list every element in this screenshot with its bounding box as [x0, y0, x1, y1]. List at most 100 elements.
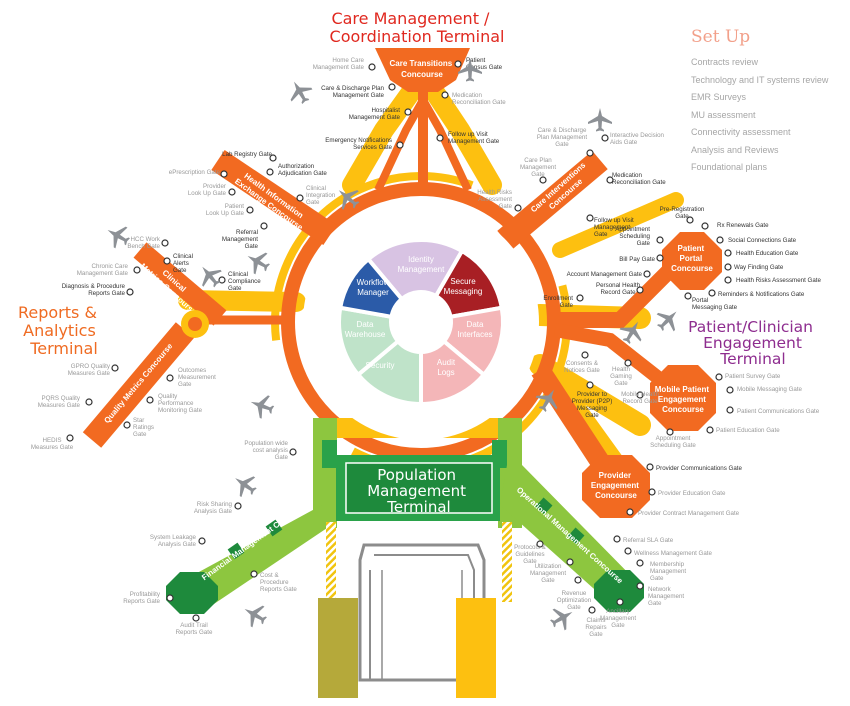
setup-item: Technology and IT systems review — [691, 74, 829, 85]
care-terminal-center[interactable] — [393, 294, 449, 350]
gate-health-education-pp[interactable]: Health Education Gate — [724, 249, 799, 257]
gate-way-finding[interactable]: Way Finding Gate — [724, 263, 784, 271]
gate-marker — [163, 257, 171, 265]
gate-wellness[interactable]: Wellness Management Gate — [624, 547, 713, 557]
gate-lab-registry[interactable]: Lab Registry Gate — [222, 151, 277, 162]
gate-label: Lab Registry Gate — [222, 151, 272, 158]
patient-portal-concourse[interactable] — [662, 232, 722, 290]
provider-engagement-concourse[interactable] — [582, 455, 650, 518]
gate-provider-contract[interactable]: Provider Contract Management Gate — [626, 508, 740, 517]
gate-label: Provider Communications Gate — [656, 465, 743, 472]
gate-marker — [586, 149, 594, 157]
gate-reminders[interactable]: Reminders & Notifications Gate — [708, 289, 805, 298]
care-transitions-label: Care Transitions Concourse — [390, 59, 455, 79]
reports-hub-core — [188, 317, 202, 331]
care-coordination-terminal-title: Care Management / Coordination Terminal — [330, 9, 505, 46]
gate-referral-sla[interactable]: Referral SLA Gate — [613, 535, 674, 544]
gate-eprescription[interactable]: ePrescription Gate — [169, 169, 228, 178]
gate-patient-education[interactable]: Patient Education Gate — [706, 426, 780, 434]
workflow-manager-segment[interactable] — [337, 256, 405, 320]
setup-title: Set Up — [691, 27, 751, 47]
gate-provider-comm[interactable]: Provider Communications Gate — [646, 463, 743, 472]
setup-item: Connectivity assessment — [691, 127, 791, 137]
gate-bill-pay[interactable]: Bill Pay Gate — [619, 254, 664, 263]
gate-label: Patient Communications Gate — [737, 408, 820, 415]
gate-provider-edu[interactable]: Provider Education Gate — [648, 488, 726, 497]
care-transitions-concourse[interactable] — [375, 48, 470, 92]
gate-marker — [123, 421, 131, 429]
gate-patient-communications[interactable]: Patient Communications Gate — [726, 406, 820, 415]
gate-rx-renewals[interactable]: Rx Renewals Gate — [701, 222, 769, 230]
gate-account-mgmt[interactable]: Account Management Gate — [567, 270, 651, 278]
gate-social-connections[interactable]: Social Connections Gate — [716, 236, 797, 244]
mobile-patient-concourse[interactable] — [650, 365, 716, 431]
gate-health-risks-pp[interactable]: Health Risks Assessment Gate — [724, 276, 821, 284]
setup-item: Foundational plans — [691, 162, 768, 172]
gate-marker — [684, 292, 692, 300]
gate-mobile-messaging[interactable]: Mobile Messaging Gate — [726, 386, 803, 394]
gate-patient-survey[interactable]: Patient Survey Gate — [715, 373, 781, 381]
gate-consents[interactable]: Consents &Notices Gate — [564, 351, 600, 374]
plane-icon — [588, 108, 612, 132]
